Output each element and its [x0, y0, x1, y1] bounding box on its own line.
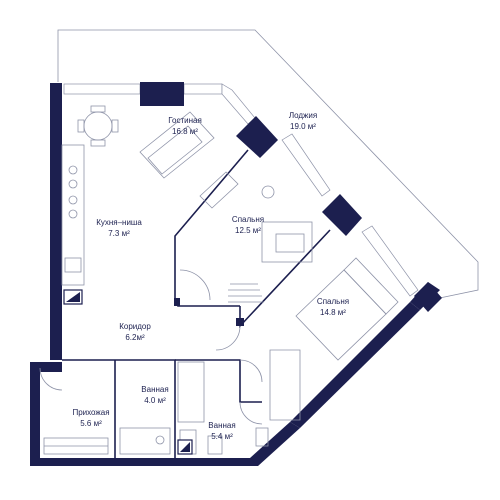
bath2-name: Ванная	[208, 421, 235, 430]
dining-table	[77, 105, 119, 147]
bedroom1-furniture	[199, 171, 313, 263]
bedroom2-bed	[295, 257, 399, 361]
outer-walls	[30, 82, 442, 466]
bath1-fixtures	[119, 361, 205, 455]
loggia-name: Лоджия	[289, 111, 317, 120]
living-name: Гостиная	[168, 116, 202, 125]
bedroom2-name: Спальня	[317, 297, 349, 306]
bath2-area: 5.4 м²	[211, 432, 233, 441]
bedroom1-name: Спальня	[232, 215, 264, 224]
hall-name: Прихожая	[72, 408, 109, 417]
corridor-name: Коридор	[119, 322, 151, 331]
kitchen-units	[61, 144, 85, 286]
hall-shelving	[43, 437, 109, 455]
door-arcs	[39, 269, 263, 425]
wardrobe-hatch	[228, 283, 264, 303]
windows	[63, 83, 419, 297]
sofa	[139, 111, 215, 179]
loggia-area: 19.0 м²	[290, 122, 316, 131]
kitchen-name: Кухня–ниша	[96, 218, 142, 227]
bedroom1-area: 12.5 м²	[235, 226, 261, 235]
hall-area: 5.6 м²	[80, 419, 102, 428]
bath1-area: 4.0 м²	[144, 396, 166, 405]
loggia-outline	[57, 29, 479, 301]
shaft-icon	[63, 289, 193, 455]
corridor-area: 6.2м²	[125, 333, 145, 342]
bedroom2-area: 14.8 м²	[320, 308, 346, 317]
kitchen-area: 7.3 м²	[108, 229, 130, 238]
bath1-name: Ванная	[141, 385, 168, 394]
living-area: 16.8 м²	[172, 127, 198, 136]
room-labels: Гостиная 16.8 м² Лоджия 19.0 м² Кухня–ни…	[72, 111, 349, 441]
